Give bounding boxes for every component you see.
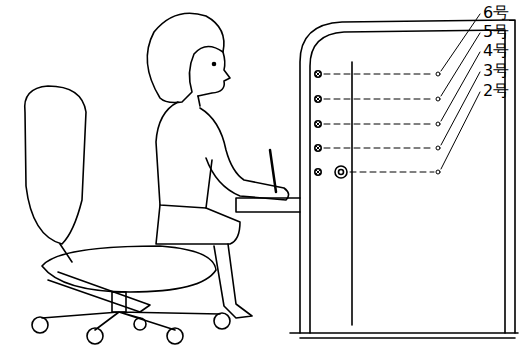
size-label: 3号 xyxy=(483,62,509,80)
desk-top xyxy=(236,198,300,212)
chair-post xyxy=(112,292,126,312)
chair-back xyxy=(25,86,86,244)
girl-shirt xyxy=(156,102,212,208)
line-art xyxy=(25,13,518,344)
size-label: 6号 xyxy=(483,4,509,22)
girl-leg xyxy=(214,244,252,318)
chair-base xyxy=(42,312,220,330)
height-guide-lines xyxy=(324,74,434,172)
girl-arm xyxy=(200,108,289,200)
adjustment-holes xyxy=(315,71,321,175)
girl-face xyxy=(198,52,230,96)
chair-wheels xyxy=(32,313,230,344)
girl-skirt xyxy=(156,205,240,244)
knob-center xyxy=(339,170,344,175)
girl-neck xyxy=(198,96,200,106)
desk-back-edge xyxy=(351,62,353,325)
knob xyxy=(335,166,347,178)
size-label: 2号 xyxy=(483,82,509,100)
girl-hair xyxy=(147,13,224,102)
chair-seat xyxy=(42,246,216,292)
size-label: 5号 xyxy=(483,23,509,41)
guide-end-dots xyxy=(436,72,440,174)
chair-lever xyxy=(48,272,150,312)
leader-lines xyxy=(441,14,480,169)
desk-side-panel xyxy=(300,20,515,333)
size-label: 4号 xyxy=(483,42,509,60)
desk-base xyxy=(290,333,518,338)
girl-eye xyxy=(213,63,216,66)
desk-panel-inner xyxy=(310,30,505,333)
